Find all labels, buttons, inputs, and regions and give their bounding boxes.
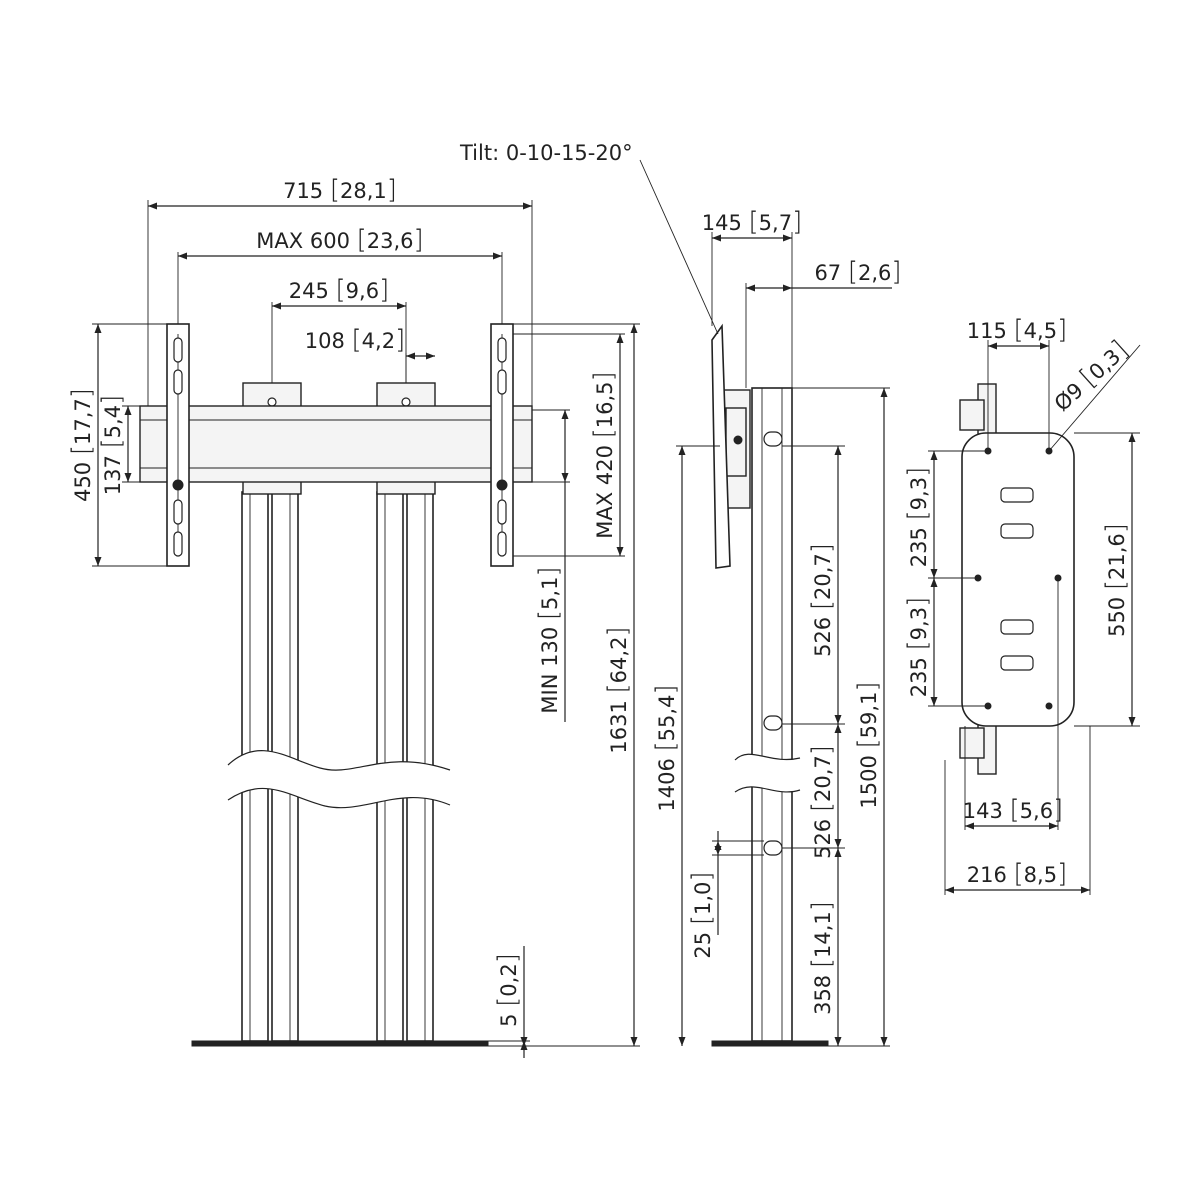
dim-1631: 1631 [64,2] xyxy=(603,324,638,1046)
dim-dia9-label: Ø9 [0,3] xyxy=(1047,335,1134,418)
dim-5-label: 5 [0,2] xyxy=(493,953,523,1027)
dim-358-label: 358 [14,1] xyxy=(807,901,837,1015)
dim-715-label: 715 [28,1] xyxy=(283,175,397,205)
dim-137: 137 [5,4] xyxy=(97,395,132,495)
dim-1500: 1500 [59,1] xyxy=(853,388,888,1046)
dim-143: 143 [5,6] xyxy=(963,795,1063,830)
side-column xyxy=(751,387,793,1042)
dim-358: 358 [14,1] xyxy=(807,848,842,1046)
front-base-plate xyxy=(191,1040,489,1047)
dim-67-label: 67 [2,6] xyxy=(814,257,901,287)
dim-235b-label: 235 [9,3] xyxy=(903,597,933,697)
dim-137-label: 137 [5,4] xyxy=(97,395,127,495)
dim-715: 715 [28,1] xyxy=(148,175,532,210)
dim-450: 450 [17,7] xyxy=(67,324,102,566)
dim-245: 245 [9,6] xyxy=(272,275,406,310)
front-vesa-arm-right xyxy=(490,323,514,567)
dim-dia9: Ø9 [0,3] xyxy=(1047,335,1135,418)
dim-25-label: 25 [1,0] xyxy=(687,871,717,958)
side-view xyxy=(676,232,890,1047)
dim-1406-label: 1406 [55,4] xyxy=(651,684,681,811)
dim-max600: MAX 600 [23,6] xyxy=(178,225,502,260)
dim-526b: 526 [20,7] xyxy=(807,724,842,859)
dim-108-label: 108 [4,2] xyxy=(305,325,405,355)
dim-108: 108 [4,2] xyxy=(305,325,435,360)
dim-145-label: 145 [5,7] xyxy=(702,207,802,237)
dim-min130-label: MIN 130 [5,1] xyxy=(534,566,564,713)
dim-550-label: 550 [21,6] xyxy=(1101,523,1131,637)
dim-1631-label: 1631 [64,2] xyxy=(603,626,633,753)
front-view xyxy=(92,200,640,1047)
dim-1406: 1406 [55,4] xyxy=(651,446,686,1046)
tilt-label: Tilt: 0-10-15-20° xyxy=(459,141,633,165)
dim-526a-label: 526 [20,7] xyxy=(807,543,837,657)
dim-max420-label: MAX 420 [16,5] xyxy=(589,371,619,538)
dim-max600-label: MAX 600 [23,6] xyxy=(256,225,423,255)
dim-145: 145 [5,7] xyxy=(702,207,802,242)
dim-max420: MAX 420 [16,5] xyxy=(589,334,624,556)
plate-view xyxy=(928,340,1141,895)
dim-115: 115 [4,5] xyxy=(967,315,1067,350)
dim-25: 25 [1,0] xyxy=(687,831,722,959)
back-plate xyxy=(961,432,1075,727)
dim-235b: 235 [9,3] xyxy=(903,578,938,706)
dim-216-label: 216 [8,5] xyxy=(967,859,1067,889)
front-horizontal-rail xyxy=(139,405,533,483)
side-display-plate xyxy=(711,323,731,569)
dim-143-label: 143 [5,6] xyxy=(963,795,1063,825)
dim-min130: MIN 130 [5,1] xyxy=(534,410,569,722)
dim-1500-label: 1500 [59,1] xyxy=(853,681,883,808)
dim-235a: 235 [9,3] xyxy=(903,451,938,578)
dim-67: 67 [2,6] xyxy=(746,257,902,292)
dim-235a-label: 235 [9,3] xyxy=(903,467,933,567)
dim-5: 5 [0,2] xyxy=(493,946,528,1058)
front-vesa-arm-left xyxy=(166,323,190,567)
dim-526b-label: 526 [20,7] xyxy=(807,745,837,859)
dim-115-label: 115 [4,5] xyxy=(967,315,1067,345)
front-break-gap xyxy=(228,750,450,808)
dim-450-label: 450 [17,7] xyxy=(67,388,97,502)
dim-245-label: 245 [9,6] xyxy=(289,275,389,305)
dim-216: 216 [8,5] xyxy=(945,859,1090,894)
dim-550: 550 [21,6] xyxy=(1101,433,1136,726)
dim-526a: 526 [20,7] xyxy=(807,446,842,724)
tilt-leader-line xyxy=(639,159,719,335)
